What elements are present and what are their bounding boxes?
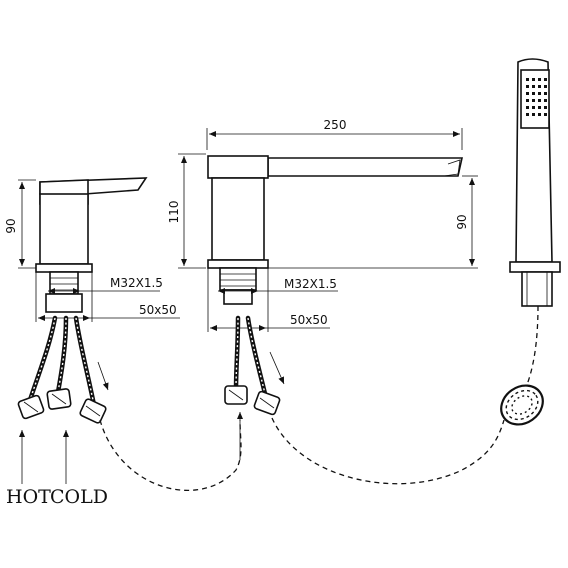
left-height-dimension: 90 xyxy=(4,179,36,269)
spout-hoses xyxy=(224,315,285,460)
spout-base-plate xyxy=(207,259,269,269)
spout-to-shower-route xyxy=(271,417,505,485)
inlet-arrows xyxy=(19,430,69,484)
shower-holder-plate xyxy=(509,261,561,273)
mixer-body xyxy=(39,193,89,265)
shower-holder-shank xyxy=(521,271,553,307)
spout-thread-dimension: M32X1.5 50x50 xyxy=(207,268,338,332)
spout-right-dimension: 90 xyxy=(268,175,478,269)
cold-connector-nut xyxy=(46,388,72,410)
spout-connector-nut-right xyxy=(253,390,281,416)
hot-connector-nut xyxy=(17,394,45,420)
shower-connector-nut xyxy=(79,398,107,424)
mixer-valve xyxy=(35,177,148,313)
spout-thread-shank xyxy=(219,267,257,291)
spout: 250 xyxy=(206,118,463,305)
mixer-to-spout-route xyxy=(99,419,242,492)
left-base-label: 50x50 xyxy=(139,303,177,317)
spout-thread-label: M32X1.5 xyxy=(284,277,337,291)
left-thread-dimension: M32X1.5 50x50 xyxy=(35,272,180,322)
spout-body xyxy=(211,177,265,261)
cold-label: COLD xyxy=(50,486,108,508)
left-thread-label: M32X1.5 xyxy=(110,276,163,290)
spout-connector-nut-left xyxy=(224,385,248,405)
spout-head xyxy=(207,155,269,179)
mixer-base-plate xyxy=(35,263,93,273)
mixer-nut xyxy=(45,293,83,313)
spout-arm xyxy=(267,157,463,177)
hand-shower xyxy=(509,58,561,307)
shower-hose-coil xyxy=(500,384,544,426)
spout-right-height-label: 90 xyxy=(455,214,469,229)
spout-length-label: 250 xyxy=(324,118,347,132)
spout-nut xyxy=(223,289,253,305)
shower-hose-upper xyxy=(523,305,539,393)
spout-base-label: 50x50 xyxy=(290,313,328,327)
spout-height-dimension: 110 xyxy=(167,153,206,269)
shower-nozzles xyxy=(526,78,547,116)
mixer-hoses xyxy=(17,315,109,424)
spout-height-label: 110 xyxy=(167,201,181,224)
left-height-label: 90 xyxy=(4,218,18,233)
hot-label: HOT xyxy=(6,486,51,508)
